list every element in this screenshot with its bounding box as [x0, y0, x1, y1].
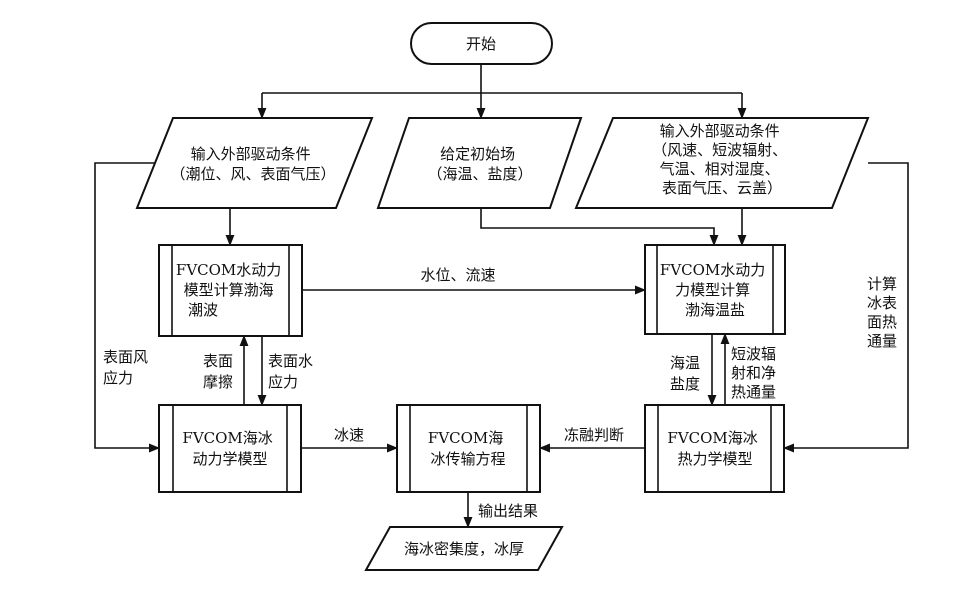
label-shortwave-heat-line1: 短波辐	[731, 345, 776, 363]
svg-text:海温 盐度: 海温 盐度	[670, 354, 705, 393]
svg-text:表面 摩擦: 表面 摩擦	[203, 352, 238, 391]
node-start: 开始	[410, 22, 553, 65]
node-hydro-temp-line3: 渤海温盐	[685, 301, 745, 319]
node-ice-dynamics: FVCOM海冰 动力学模型	[158, 404, 302, 493]
node-init-field-line2: （海温、盐度）	[427, 165, 532, 183]
label-ice-surface-heat-line3: 面热	[867, 313, 897, 331]
svg-text:计算 冰表 面热 通量: 计算 冰表 面热 通量	[867, 275, 902, 350]
node-hydro-temp: FVCOM水动力 力模型计算 渤海温盐	[644, 244, 786, 335]
label-surface-wind-stress-line1: 表面风	[103, 348, 148, 366]
label-ice-surface-heat-line1: 计算	[867, 275, 897, 293]
svg-text:给定初始场 （海温、盐度）: 给定初始场 （海温、盐度）	[427, 145, 532, 183]
node-output: 海冰密集度，冰厚	[364, 526, 564, 571]
label-freeze-melt: 冻融判断	[564, 426, 624, 444]
node-input-left-line1: 输入外部驱动条件	[191, 145, 311, 163]
label-ice-velocity: 冰速	[334, 426, 364, 444]
label-shortwave-heat-line3: 热通量	[731, 383, 776, 401]
node-input-right-line1: 输入外部驱动条件	[660, 122, 780, 140]
node-hydro-temp-line2: 力模型计算	[675, 281, 750, 299]
svg-text:FVCOM海 冰传输方程: FVCOM海 冰传输方程	[428, 429, 508, 468]
node-hydro-temp-line1: FVCOM水动力	[660, 261, 765, 279]
node-init-field-line1: 给定初始场	[440, 145, 515, 163]
edge-init-to-temp	[480, 208, 719, 247]
node-input-left-line2: （潮位、风、表面气压）	[170, 165, 335, 183]
label-sst-salinity-line1: 海温	[670, 354, 700, 372]
connectors	[94, 64, 909, 529]
label-output-results: 输出结果	[478, 502, 538, 520]
node-hydro-tide-line2: 模型计算渤海	[184, 281, 274, 299]
label-ice-surface-heat-line4: 通量	[867, 332, 897, 350]
node-ice-transport: FVCOM海 冰传输方程	[396, 404, 541, 493]
label-sst-salinity-line2: 盐度	[670, 375, 700, 393]
edge-wind-stress	[94, 162, 195, 453]
edge-ice-surface-heat	[782, 162, 909, 453]
svg-text:FVCOM海冰 动力学模型: FVCOM海冰 动力学模型	[182, 429, 277, 468]
node-ice-thermo: FVCOM海冰 热力学模型	[644, 404, 785, 493]
node-ice-thermo-line1: FVCOM海冰	[667, 429, 757, 447]
svg-text:表面风 应力: 表面风 应力	[103, 348, 153, 387]
node-input-right-line2: （风速、短波辐射、	[652, 141, 787, 159]
svg-text:FVCOM水动力 力模型计算 渤海温: FVCOM水动力 力模型计算 渤海温盐	[660, 261, 770, 319]
label-surface-wind-stress-line2: 应力	[103, 369, 133, 387]
svg-text:FVCOM海冰 热力学模型: FVCOM海冰 热力学模型	[667, 429, 762, 468]
node-start-label: 开始	[466, 35, 496, 53]
label-shortwave-heat-line2: 射和净	[731, 364, 776, 382]
node-ice-dynamics-line1: FVCOM海冰	[182, 429, 272, 447]
node-hydro-tide-line3: 潮波	[188, 301, 218, 319]
svg-text:FVCOM水动力 模型计算渤海 潮波: FVCOM水动力 模型计算渤海 潮波	[176, 261, 286, 319]
node-init-field: 给定初始场 （海温、盐度）	[376, 117, 583, 209]
node-hydro-tide: FVCOM水动力 模型计算渤海 潮波	[158, 244, 303, 337]
label-surface-water-stress-line2: 应力	[268, 373, 298, 391]
label-ice-surface-heat-line2: 冰表	[867, 294, 897, 312]
node-input-right-line4: 表面气压、云盖）	[662, 179, 782, 197]
label-water-level-flow: 水位、流速	[420, 266, 495, 284]
node-output-label: 海冰密集度，冰厚	[404, 540, 524, 558]
node-ice-transport-line1: FVCOM海	[428, 429, 503, 447]
svg-text:输入外部驱动条件 （风速、短波辐射、: 输入外部驱动条件 （风速、短波辐射、 气温、相对湿度、 表面气压、云盖）	[652, 122, 792, 197]
node-input-left: 输入外部驱动条件 （潮位、风、表面气压）	[135, 117, 374, 209]
svg-text:表面水 应力: 表面水 应力	[268, 352, 318, 391]
svg-text:短波辐 射和净 热通量: 短波辐 射和净 热通量	[731, 345, 781, 401]
label-surface-water-stress-line1: 表面水	[268, 352, 313, 370]
node-hydro-tide-line1: FVCOM水动力	[176, 261, 281, 279]
svg-text:输入外部驱动条件 （潮位、风、表面气压）: 输入外部驱动条件 （潮位、风、表面气压）	[170, 145, 335, 183]
node-input-right: 输入外部驱动条件 （风速、短波辐射、 气温、相对湿度、 表面气压、云盖）	[574, 117, 870, 209]
node-ice-transport-line2: 冰传输方程	[430, 450, 505, 468]
label-surface-friction-line1: 表面	[203, 352, 233, 370]
node-input-right-line3: 气温、相对湿度、	[660, 160, 780, 178]
node-ice-dynamics-line2: 动力学模型	[192, 450, 267, 468]
node-ice-thermo-line2: 热力学模型	[677, 450, 752, 468]
label-surface-friction-line2: 摩擦	[203, 373, 233, 391]
